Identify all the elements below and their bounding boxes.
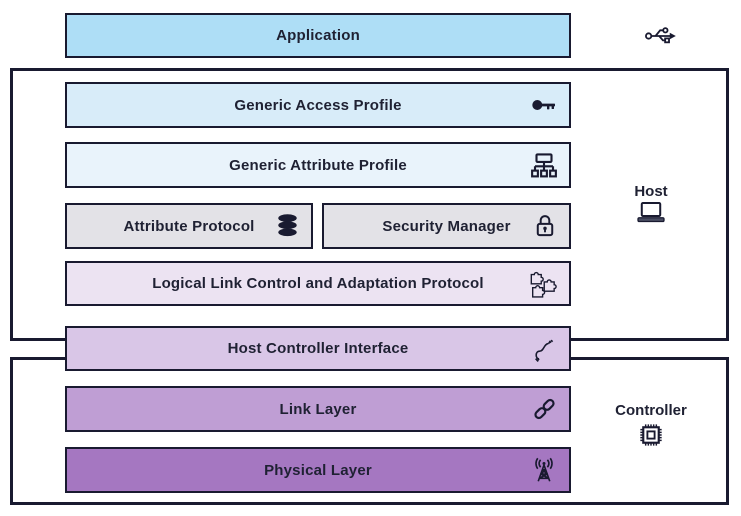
layer-phy-label: Physical Layer (264, 461, 372, 479)
layer-attribute-protocol: Attribute Protocol (65, 203, 313, 249)
host-label-text: Host (634, 183, 668, 200)
layer-l2cap: Logical Link Control and Adaptation Prot… (65, 261, 571, 306)
layer-att-label: Attribute Protocol (123, 217, 255, 235)
layer-physical-layer: Physical Layer (65, 447, 571, 493)
layer-link-layer: Link Layer (65, 386, 571, 432)
layer-gatt-label: Generic Attribute Profile (229, 156, 407, 174)
layer-l2cap-label: Logical Link Control and Adaptation Prot… (152, 275, 484, 292)
laptop-icon (634, 200, 668, 226)
layer-sm-label: Security Manager (382, 217, 511, 235)
lock-icon (531, 211, 559, 241)
layer-generic-access-profile: Generic Access Profile (65, 82, 571, 128)
layer-security-manager: Security Manager (322, 203, 571, 249)
controller-group-label: Controller (600, 402, 702, 451)
sitemap-icon (529, 150, 559, 180)
layer-gap-label: Generic Access Profile (234, 96, 402, 114)
database-icon (274, 211, 301, 241)
layer-generic-attribute-profile: Generic Attribute Profile (65, 142, 571, 188)
controller-label-text: Controller (615, 402, 687, 419)
host-group-label: Host (606, 183, 696, 226)
cable-icon (529, 333, 559, 365)
link-icon (530, 395, 559, 424)
layer-application-label: Application (276, 27, 360, 44)
layer-hci-label: Host Controller Interface (227, 340, 409, 357)
chip-icon (635, 419, 667, 451)
layer-application: Application (65, 13, 571, 58)
usb-icon (644, 21, 678, 51)
layer-link-label: Link Layer (279, 400, 357, 418)
puzzle-icon (529, 269, 559, 299)
antenna-icon (529, 454, 559, 486)
layer-host-controller-interface: Host Controller Interface (65, 326, 571, 371)
key-icon (529, 94, 559, 116)
